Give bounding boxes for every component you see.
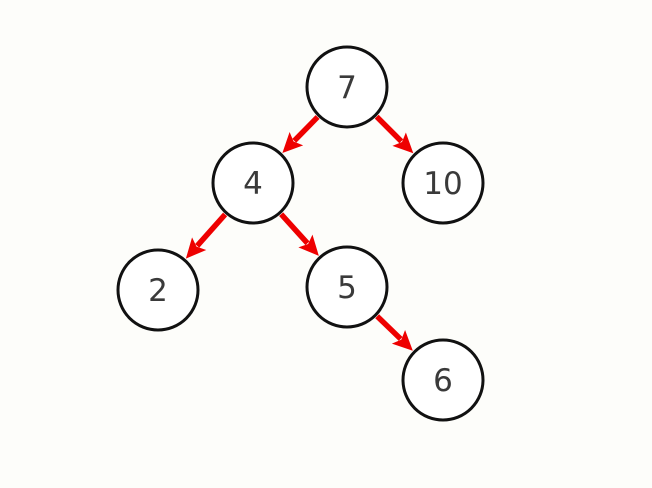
arrowhead-icon (298, 234, 319, 256)
node-circle[interactable] (401, 338, 485, 422)
edge-layer (185, 114, 414, 351)
arrowhead-icon (185, 237, 207, 259)
node-circle[interactable] (211, 141, 295, 225)
node-label: 4 (243, 166, 263, 202)
edge-shaft (292, 115, 320, 143)
arrowhead-icon (392, 132, 414, 154)
tree-node-2[interactable]: 2 (116, 248, 200, 332)
tree-edge-4-to-5 (279, 212, 319, 256)
edge-shaft (195, 212, 228, 248)
tree-node-5[interactable]: 5 (305, 245, 389, 329)
tree-edge-4-to-2 (185, 212, 228, 259)
node-layer: 7 4 10 2 5 6 (116, 45, 485, 422)
tree-node-4[interactable]: 4 (211, 141, 295, 225)
tree-edge-7-to-10 (374, 114, 414, 154)
edge-shaft (279, 212, 310, 246)
node-label: 2 (148, 273, 168, 309)
edge-shaft (374, 114, 404, 144)
tree-edge-7-to-4 (282, 115, 320, 153)
node-circle[interactable] (305, 245, 389, 329)
node-circle[interactable] (116, 248, 200, 332)
arrowhead-icon (391, 330, 413, 351)
tree-edge-5-to-6 (375, 314, 413, 351)
node-circle[interactable] (401, 141, 485, 225)
edge-shaft (375, 314, 403, 341)
node-label: 7 (337, 70, 357, 106)
tree-node-6[interactable]: 6 (401, 338, 485, 422)
node-label: 10 (423, 166, 462, 202)
node-circle[interactable] (305, 45, 389, 129)
node-label: 6 (433, 363, 453, 399)
arrowhead-icon (282, 132, 304, 153)
tree-node-7[interactable]: 7 (305, 45, 389, 129)
tree-node-10[interactable]: 10 (401, 141, 485, 225)
node-label: 5 (337, 270, 357, 306)
